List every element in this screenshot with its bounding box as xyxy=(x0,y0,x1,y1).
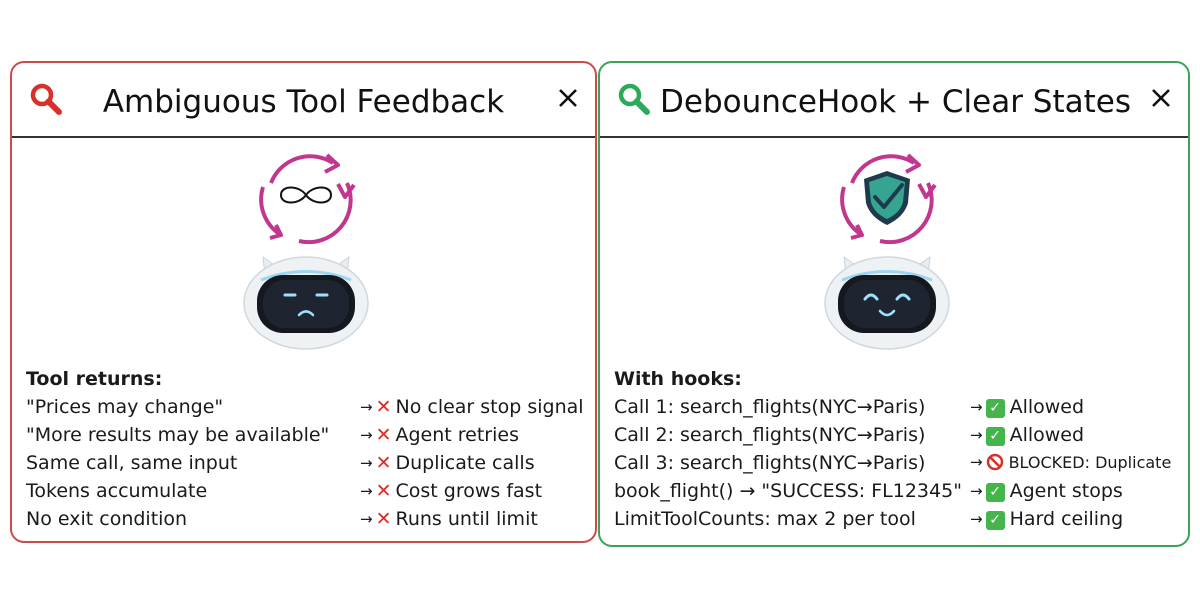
list-item: Call 3: search_flights(NYC→Paris) → BLOCK… xyxy=(614,449,1182,477)
outcome: →✓Hard ceiling xyxy=(970,505,1123,534)
outcome: →✓Allowed xyxy=(970,393,1084,422)
arrow-icon: → xyxy=(360,510,373,528)
list-item: Tokens accumulate →✕Cost grows fast xyxy=(26,477,589,505)
hook-results-list: Call 1: search_flights(NYC→Paris) →✓Allo… xyxy=(614,393,1182,533)
list-item: "More results may be available" →✕Agent … xyxy=(26,421,589,449)
list-item: book_flight() → "SUCCESS: FL12345" →✓Age… xyxy=(614,477,1182,505)
outcome-text: Duplicate calls xyxy=(395,452,535,474)
section-heading: Tool returns: xyxy=(26,368,163,390)
search-icon xyxy=(618,83,650,115)
call-text: Call 1: search_flights(NYC→Paris) xyxy=(614,396,926,418)
debounce-hook-panel: DebounceHook + Clear States With hooks: … xyxy=(598,61,1190,547)
outcome: →✓Agent stops xyxy=(970,477,1123,506)
arrow-icon: → xyxy=(970,453,983,471)
outcome: →✕Runs until limit xyxy=(360,505,538,534)
call-text: Call 2: search_flights(NYC→Paris) xyxy=(614,424,926,446)
check-mark-icon: ✓ xyxy=(985,427,1005,446)
arrow-icon: → xyxy=(970,510,983,528)
tool-return-text: Same call, same input xyxy=(26,452,238,474)
outcome: →✕Cost grows fast xyxy=(360,477,542,506)
search-icon xyxy=(30,83,62,115)
tool-return-text: No exit condition xyxy=(26,508,188,530)
close-icon[interactable] xyxy=(1150,87,1172,109)
tool-return-text: Tokens accumulate xyxy=(26,480,208,502)
check-mark-icon: ✓ xyxy=(985,399,1005,418)
panel-title: DebounceHook + Clear States xyxy=(660,84,1132,120)
outcome: →✕Agent retries xyxy=(360,421,519,450)
cross-mark-icon: ✕ xyxy=(375,424,392,446)
panel-header: Ambiguous Tool Feedback xyxy=(12,63,595,138)
outcome: →✓Allowed xyxy=(970,421,1084,450)
outcome: → BLOCKED: Duplicate xyxy=(970,449,1171,477)
outcome-text: Allowed xyxy=(1009,424,1085,446)
list-item: No exit condition →✕Runs until limit xyxy=(26,505,589,533)
section-heading: With hooks: xyxy=(614,368,742,390)
cross-mark-icon: ✕ xyxy=(375,508,392,530)
list-item: Call 1: search_flights(NYC→Paris) →✓Allo… xyxy=(614,393,1182,421)
list-item: Call 2: search_flights(NYC→Paris) →✓Allo… xyxy=(614,421,1182,449)
check-mark-icon: ✓ xyxy=(985,511,1005,530)
check-mark-icon: ✓ xyxy=(985,483,1005,502)
prohibited-icon xyxy=(986,453,1003,471)
list-item: Same call, same input →✕Duplicate calls xyxy=(26,449,589,477)
list-item: LimitToolCounts: max 2 per tool →✓Hard c… xyxy=(614,505,1182,533)
outcome-text: Allowed xyxy=(1009,396,1085,418)
panel-header: DebounceHook + Clear States xyxy=(600,63,1188,138)
cross-mark-icon: ✕ xyxy=(375,480,392,502)
close-icon[interactable] xyxy=(557,87,579,109)
call-text: Call 3: search_flights(NYC→Paris) xyxy=(614,452,926,474)
robot-infinite-loop-icon xyxy=(243,153,369,350)
panel-title: Ambiguous Tool Feedback xyxy=(102,84,505,120)
feedback-list: "Prices may change" →✕No clear stop sign… xyxy=(26,393,589,533)
cross-mark-icon: ✕ xyxy=(375,396,392,418)
outcome: →✕No clear stop signal xyxy=(360,393,584,422)
tool-return-text: "Prices may change" xyxy=(26,396,224,418)
outcome-text: Agent stops xyxy=(1009,480,1123,502)
arrow-icon: → xyxy=(970,426,983,444)
list-item: "Prices may change" →✕No clear stop sign… xyxy=(26,393,589,421)
outcome-text: Agent retries xyxy=(395,424,520,446)
outcome: →✕Duplicate calls xyxy=(360,449,535,478)
outcome-text: BLOCKED: Duplicate xyxy=(1008,453,1172,472)
outcome-text: No clear stop signal xyxy=(395,396,584,418)
ambiguous-feedback-panel: Ambiguous Tool Feedback Tool returns: "P… xyxy=(10,61,597,543)
robot-shield-check-icon xyxy=(824,153,950,350)
cross-mark-icon: ✕ xyxy=(375,452,392,474)
arrow-icon: → xyxy=(970,482,983,500)
call-text: book_flight() → "SUCCESS: FL12345" xyxy=(614,480,962,502)
arrow-icon: → xyxy=(970,398,983,416)
outcome-text: Cost grows fast xyxy=(395,480,543,502)
outcome-text: Runs until limit xyxy=(395,508,538,530)
arrow-icon: → xyxy=(360,426,373,444)
arrow-icon: → xyxy=(360,398,373,416)
tool-return-text: "More results may be available" xyxy=(26,424,330,446)
arrow-icon: → xyxy=(360,454,373,472)
arrow-icon: → xyxy=(360,482,373,500)
call-text: LimitToolCounts: max 2 per tool xyxy=(614,508,916,530)
outcome-text: Hard ceiling xyxy=(1009,508,1124,530)
